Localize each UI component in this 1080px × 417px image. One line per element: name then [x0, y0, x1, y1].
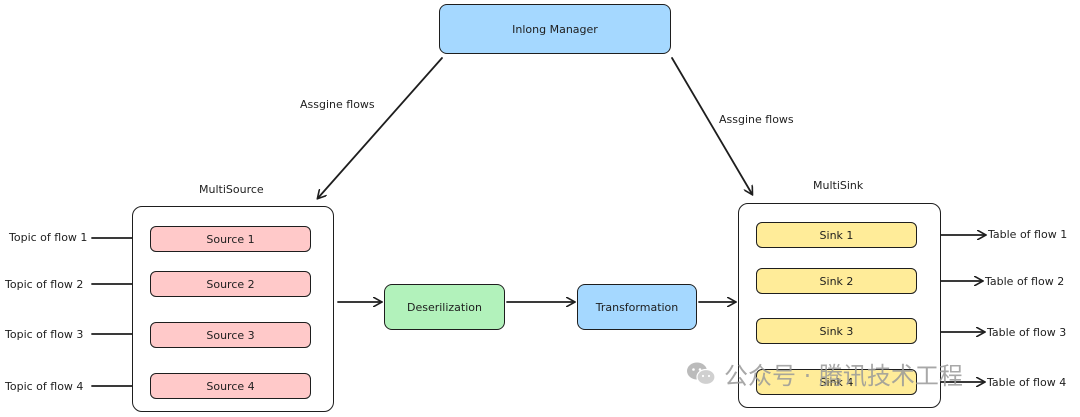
assign-flows-right-label: Assgine flows — [719, 113, 794, 126]
inlong-manager-node: Inlong Manager — [439, 4, 671, 54]
deserialization-node: Deserilization — [384, 284, 505, 330]
source-1-node: Source 1 — [150, 226, 311, 252]
sink-4-node: Sink 4 — [756, 369, 917, 395]
wechat-icon — [687, 362, 716, 385]
assign-flows-left-label: Assgine flows — [300, 98, 375, 111]
table-flow-4-label: Table of flow 4 — [987, 376, 1067, 389]
sink-1-label: Sink 1 — [819, 228, 854, 242]
arrow-manager-to-multisink — [671, 57, 752, 194]
transformation-label: Transformation — [595, 300, 679, 314]
watermark-text: 公众号 · 腾讯技术工程 — [724, 362, 963, 390]
watermark: 公众号 · 腾讯技术工程 — [686, 356, 963, 391]
deserialization-label: Deserilization — [406, 300, 482, 314]
table-flow-2-label: Table of flow 2 — [985, 275, 1065, 288]
topic-flow-4-label: Topic of flow 4 — [5, 380, 84, 393]
source-2-label: Source 2 — [206, 277, 255, 291]
source-4-label: Source 4 — [206, 379, 255, 393]
source-4-node: Source 4 — [150, 373, 311, 399]
source-2-node: Source 2 — [150, 271, 311, 297]
multisink-title: MultiSink — [813, 179, 864, 192]
inlong-manager-label: Inlong Manager — [512, 22, 598, 36]
topic-flow-3-label: Topic of flow 3 — [5, 328, 84, 341]
transformation-node: Transformation — [577, 284, 697, 330]
arrow-manager-to-multisource — [318, 57, 443, 198]
sink-4-label: Sink 4 — [819, 375, 854, 389]
table-flow-1-label: Table of flow 1 — [988, 228, 1068, 241]
topic-flow-1-label: Topic of flow 1 — [9, 231, 88, 244]
sink-2-label: Sink 2 — [819, 274, 854, 288]
sink-3-label: Sink 3 — [819, 324, 854, 338]
sink-2-node: Sink 2 — [756, 268, 917, 294]
source-3-label: Source 3 — [206, 328, 255, 342]
sink-3-node: Sink 3 — [756, 318, 917, 344]
table-flow-3-label: Table of flow 3 — [987, 326, 1067, 339]
multisource-title: MultiSource — [199, 183, 264, 196]
topic-flow-2-label: Topic of flow 2 — [5, 278, 84, 291]
source-3-node: Source 3 — [150, 322, 311, 348]
source-1-label: Source 1 — [206, 232, 255, 246]
sink-1-node: Sink 1 — [756, 222, 917, 248]
